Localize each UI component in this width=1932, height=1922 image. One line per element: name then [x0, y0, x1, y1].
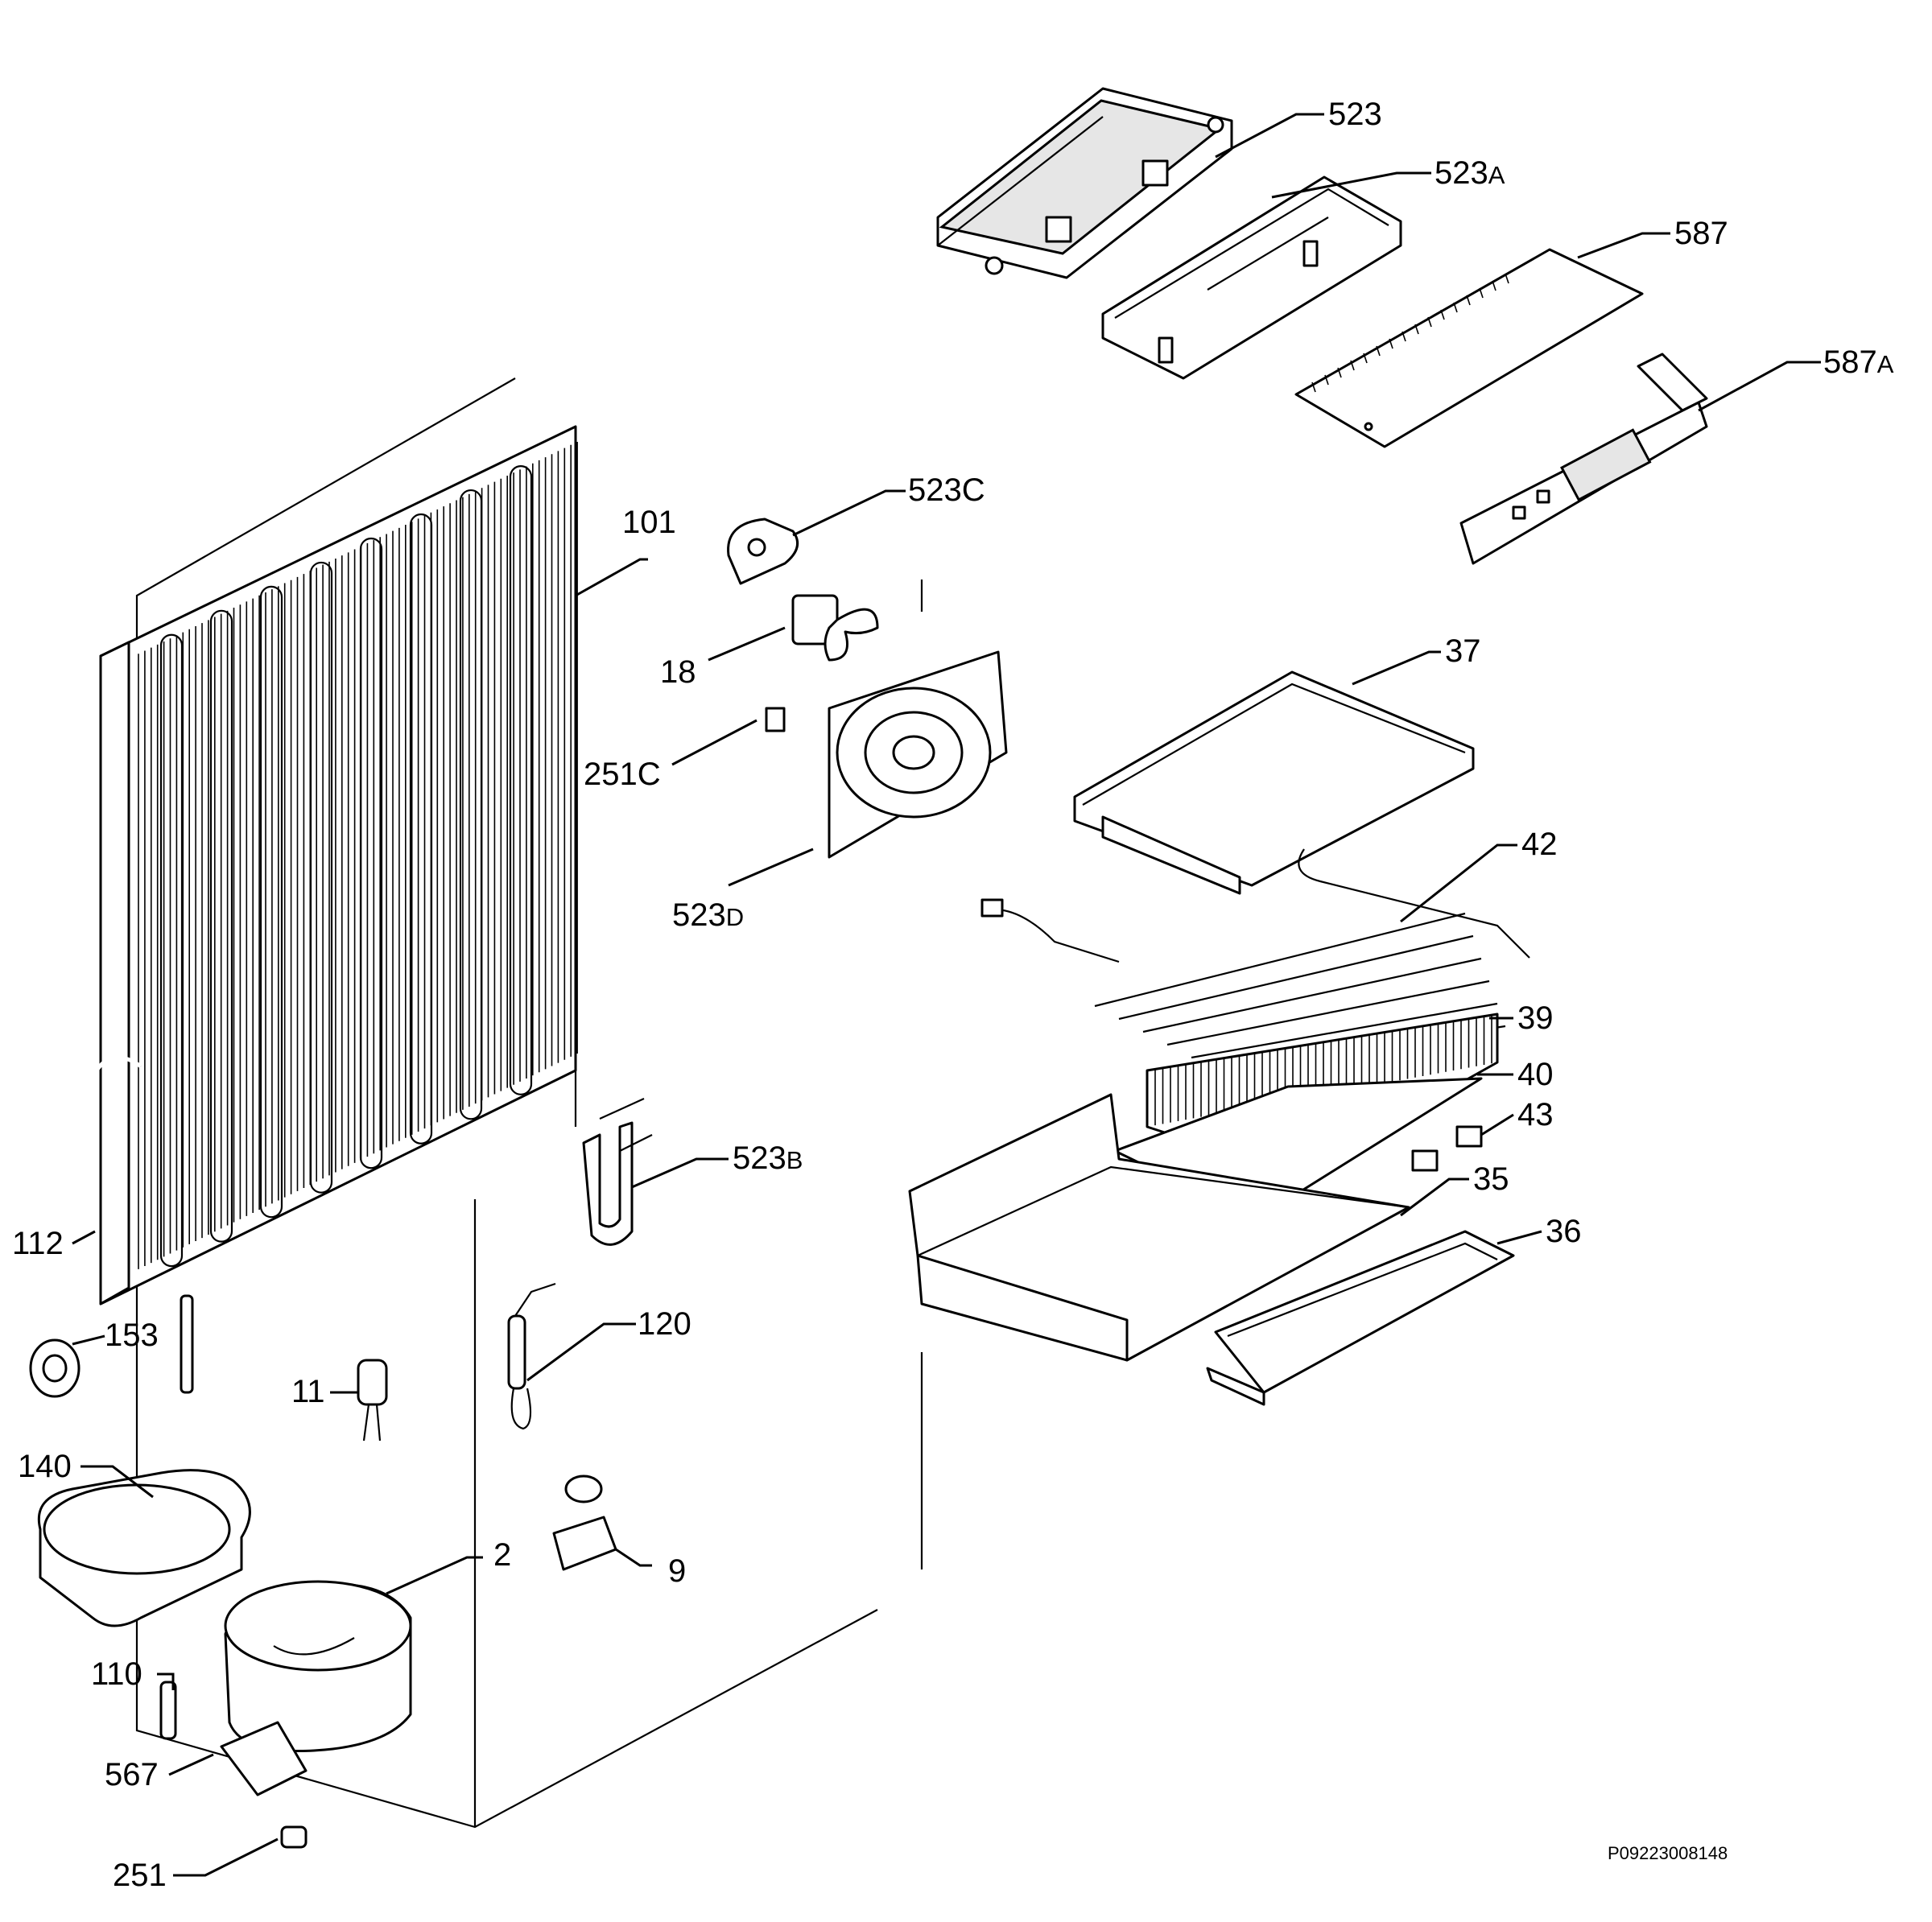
display-board	[1459, 353, 1708, 565]
callout-42: 42	[1521, 827, 1558, 862]
callout-251: 251	[113, 1858, 167, 1893]
capacitor	[357, 1359, 388, 1442]
callout-523d: 523D	[672, 897, 744, 933]
callout-39: 39	[1517, 1000, 1554, 1036]
condenser-fins	[138, 441, 578, 1269]
callout-587a: 587A	[1823, 344, 1894, 380]
callout-567: 567	[105, 1757, 159, 1792]
callout-18: 18	[660, 654, 696, 690]
callout-101: 101	[622, 505, 676, 540]
control-board	[1294, 248, 1644, 448]
leader-lines	[72, 113, 1821, 1877]
callout-153: 153	[105, 1318, 159, 1353]
callout-110: 110	[91, 1656, 142, 1692]
fan-motor	[791, 579, 923, 662]
callout-523a: 523A	[1435, 155, 1505, 191]
callout-2: 2	[493, 1537, 511, 1573]
control-housing	[936, 87, 1233, 279]
compressor	[159, 1580, 412, 1796]
thermostat-probe	[507, 1282, 556, 1430]
callout-35: 35	[1473, 1161, 1509, 1197]
callout-11: 11	[291, 1374, 325, 1409]
grommet	[29, 1338, 80, 1398]
callout-40: 40	[1517, 1057, 1554, 1092]
callout-251c: 251C	[584, 757, 661, 792]
bracket	[582, 1097, 653, 1246]
callout-587: 587	[1674, 216, 1728, 251]
callout-37: 37	[1445, 633, 1481, 669]
condenser-tubes	[159, 465, 533, 1268]
housing-tray	[1101, 175, 1402, 380]
evaporator-cover	[1073, 670, 1475, 895]
callout-523c: 523C	[908, 472, 985, 508]
callout-43: 43	[1517, 1097, 1554, 1132]
small-clip	[765, 707, 786, 732]
callout-140: 140	[18, 1449, 72, 1484]
callout-120: 120	[638, 1306, 691, 1342]
drip-pan	[37, 1469, 251, 1627]
fan-bracket	[727, 518, 799, 585]
drain-channel	[1206, 1230, 1515, 1406]
drain-tray	[908, 1093, 1410, 1362]
rubber-foot	[280, 1825, 308, 1849]
document-id: P09223008148	[1608, 1843, 1728, 1863]
callout-523b: 523B	[733, 1140, 803, 1176]
condenser-grid	[94, 425, 578, 1394]
callout-112: 112	[12, 1226, 64, 1261]
clamp	[552, 1474, 617, 1571]
pin	[159, 1681, 177, 1740]
callout-523: 523	[1328, 97, 1382, 132]
callout-labels: 523 523A 587 587A 523C 101 18 251C 523D 37 42 39 40 4…	[12, 97, 1894, 1893]
clips	[1411, 1125, 1483, 1172]
board-slots	[1311, 273, 1509, 393]
fan-cover	[828, 650, 1008, 859]
callout-9: 9	[668, 1553, 686, 1589]
callout-36: 36	[1546, 1214, 1582, 1249]
